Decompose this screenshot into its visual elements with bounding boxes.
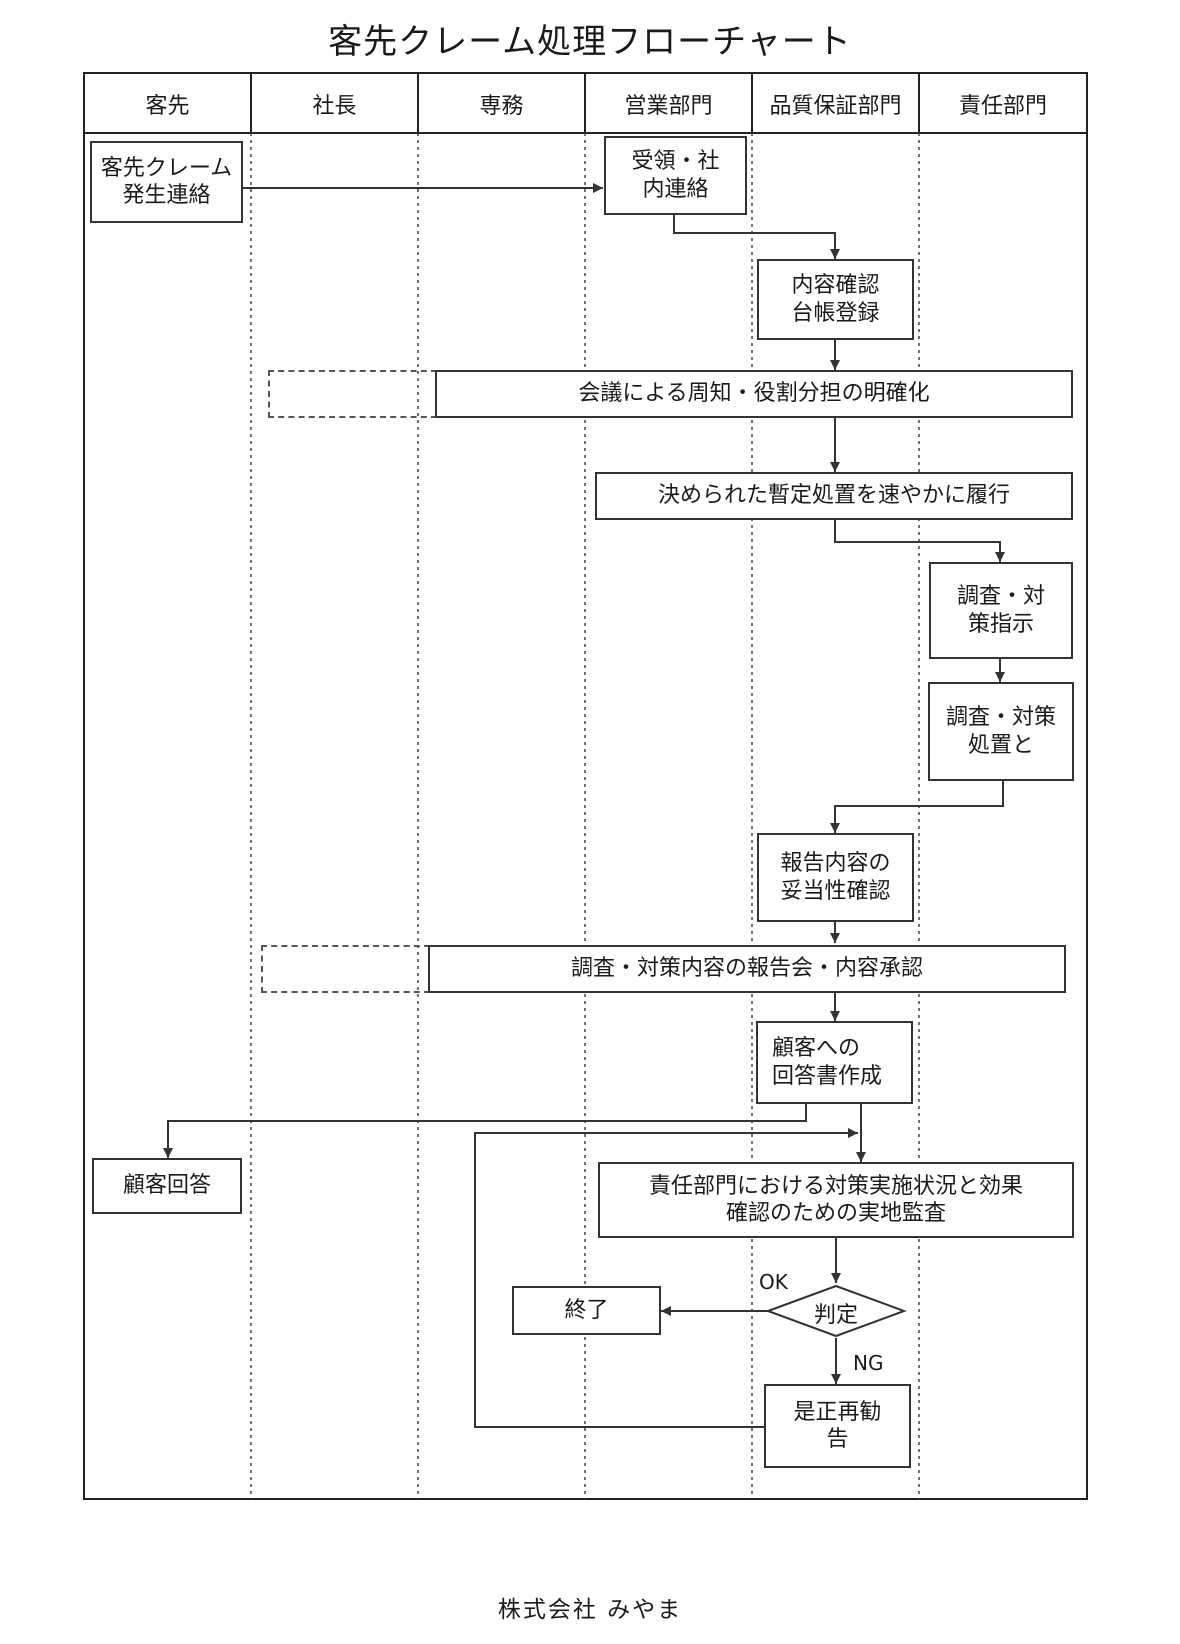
arrow-interim-to-instruct bbox=[834, 520, 1005, 562]
node-investigate-action: 調査・対策 処置と bbox=[928, 682, 1074, 781]
node-receive: 受領・社 内連絡 bbox=[604, 136, 747, 215]
edge-label-ok: OK bbox=[759, 1270, 788, 1294]
arrow-receive-to-confirm bbox=[673, 215, 840, 259]
node-validity: 報告内容の 妥当性確認 bbox=[757, 833, 914, 922]
decision-diamond bbox=[765, 1284, 907, 1338]
node-audit: 責任部門における対策実施状況と効果 確認のための実地監査 bbox=[598, 1162, 1074, 1238]
node-meeting: 会議による周知・役割分担の明確化 bbox=[435, 370, 1073, 418]
lane-header-qa: 品質保証部門 bbox=[769, 94, 902, 119]
lane-header-sales: 営業部門 bbox=[624, 94, 713, 119]
lane-header-customer: 客先 bbox=[145, 94, 190, 119]
arrow-reply-to-customer bbox=[163, 1104, 807, 1158]
node-meeting-dashed bbox=[268, 370, 437, 418]
arrow-action-to-validity bbox=[830, 781, 1004, 833]
lane-header-president: 社長 bbox=[312, 94, 357, 119]
node-confirm: 内容確認 台帳登録 bbox=[757, 259, 914, 340]
node-judge: 判定 bbox=[813, 1303, 858, 1328]
edge-label-ng: NG bbox=[853, 1351, 884, 1375]
node-interim: 決められた暫定処置を速やかに履行 bbox=[595, 472, 1073, 520]
node-investigate-instruct: 調査・対 策指示 bbox=[929, 562, 1073, 659]
page-title: 客先クレーム処理フローチャート bbox=[328, 22, 852, 62]
lane-header-responsible: 責任部門 bbox=[958, 94, 1047, 119]
node-end: 終了 bbox=[512, 1286, 661, 1335]
node-claim: 客先クレーム 発生連絡 bbox=[90, 141, 243, 223]
arrow-recommend-loop bbox=[474, 1128, 858, 1428]
node-report-meeting-dashed bbox=[261, 945, 430, 993]
node-report-meeting: 調査・対策内容の報告会・内容承認 bbox=[428, 945, 1066, 993]
company-footer: 株式会社 みやま bbox=[497, 1597, 683, 1623]
node-recommend: 是正再勧 告 bbox=[764, 1384, 911, 1468]
node-customer-reply: 顧客回答 bbox=[92, 1158, 242, 1214]
node-reply-doc: 顧客への 回答書作成 bbox=[756, 1021, 913, 1104]
lane-header-director: 専務 bbox=[479, 94, 524, 119]
